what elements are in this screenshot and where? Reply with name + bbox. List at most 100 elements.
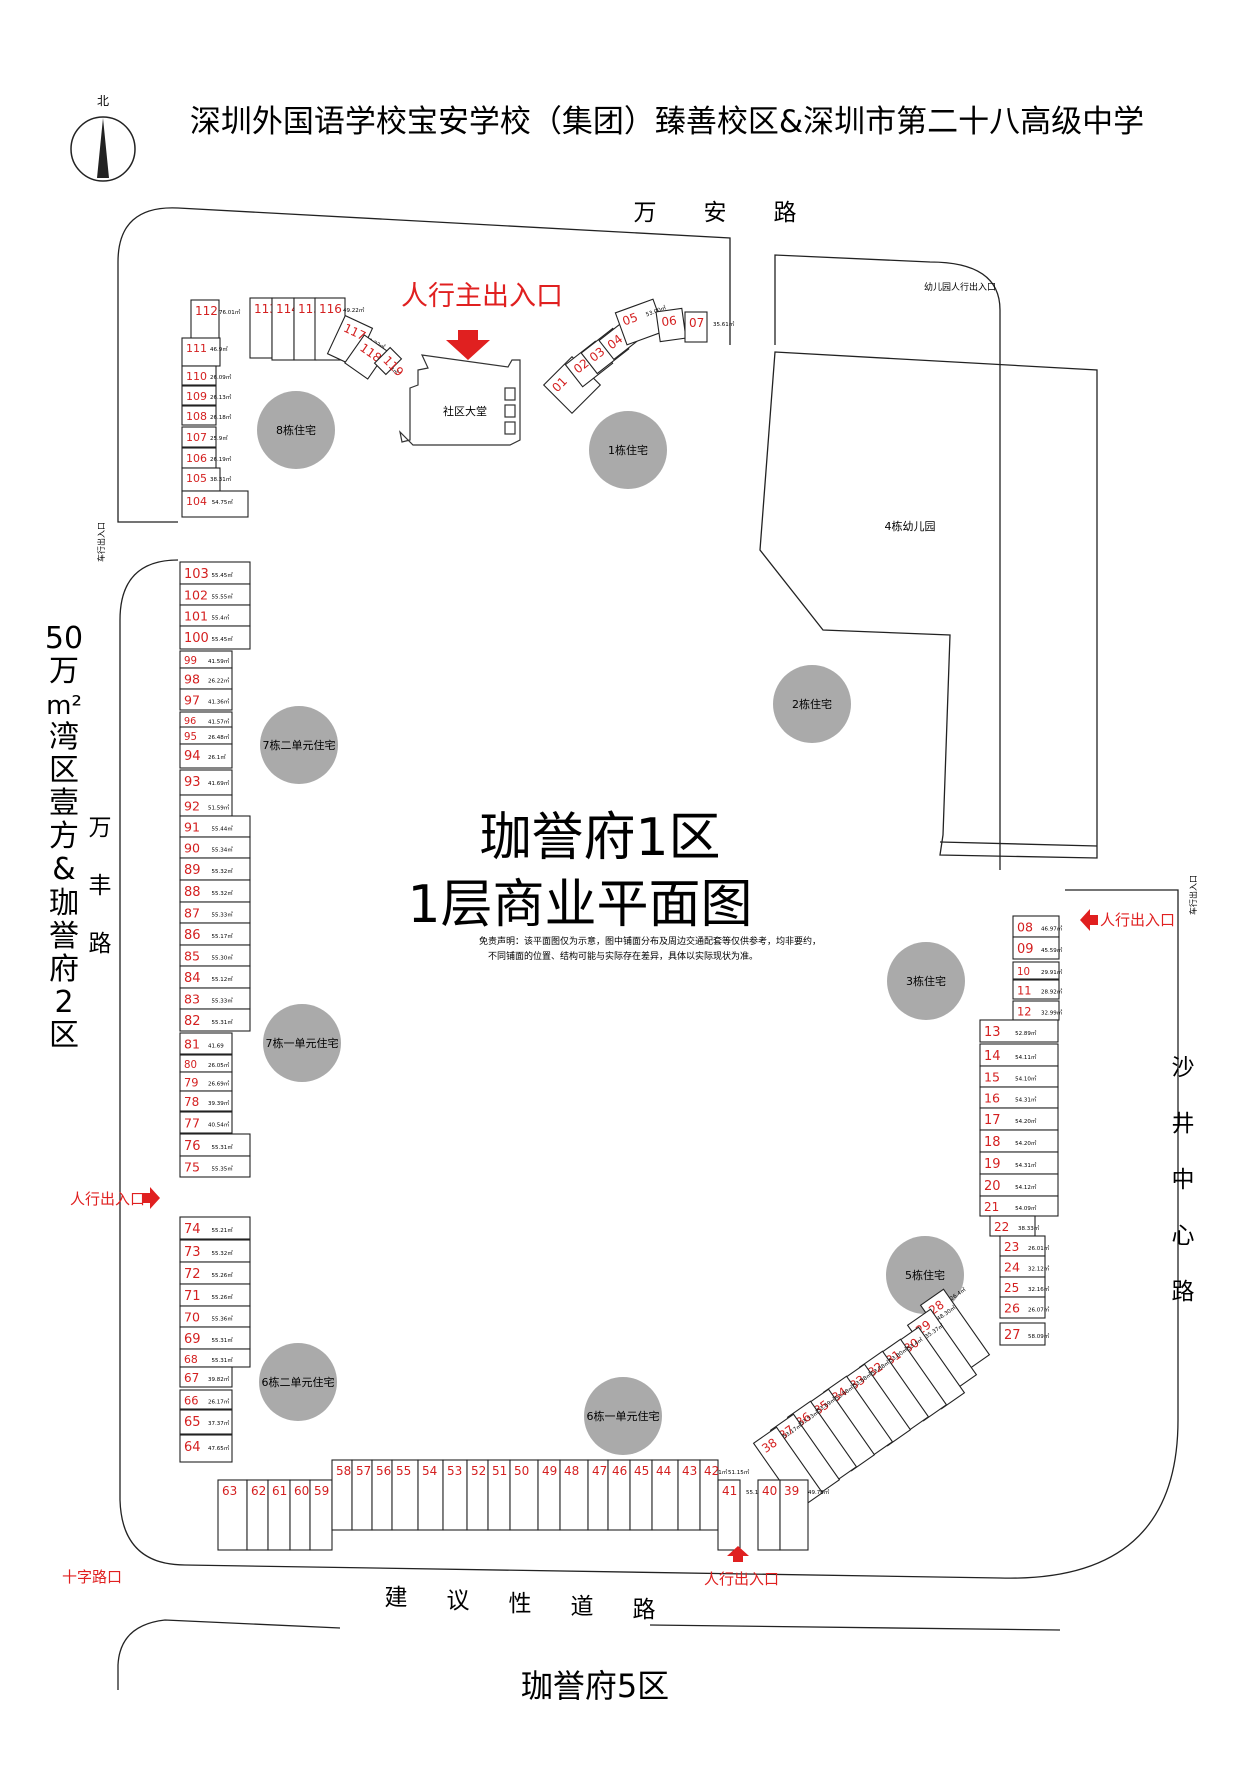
shop-unit-number: 48 [564, 1464, 579, 1478]
shop-unit-number: 47 [592, 1464, 607, 1478]
building-2: 1栋住宅 [589, 411, 667, 489]
shop-unit-area: 25.9㎡ [210, 434, 228, 442]
shop-unit-area: 55.32㎡ [212, 889, 234, 897]
left-district-char: 方 [49, 819, 79, 854]
shop-unit-area: 55.31㎡ [212, 1143, 234, 1151]
shop-unit[interactable]: 5354.96㎡ [442, 1459, 493, 1531]
shop-unit[interactable]: 6141.88㎡ [267, 1479, 318, 1551]
left-vehicle-gate-label: 车行出入口 [96, 522, 106, 562]
shop-unit-area: 55.32㎡ [212, 867, 234, 875]
shop-unit-outline [999, 1296, 1046, 1319]
bottom-exit-arrow-icon [727, 1546, 749, 1562]
shop-unit[interactable]: 4754.44㎡ [587, 1459, 638, 1531]
building-circle [260, 706, 338, 784]
community-lobby [399, 354, 521, 446]
shop-unit-area: 26.69㎡ [208, 1079, 230, 1087]
shop-unit-number: 57 [356, 1464, 371, 1478]
left-district-char: 50 [45, 621, 83, 656]
shop-unit-number: 09 [1017, 942, 1034, 957]
shop-unit-area: 32.16㎡ [1028, 1285, 1050, 1293]
building-label: 7栋二单元住宅 [263, 738, 336, 752]
road-char: 路 [633, 1597, 656, 1623]
shop-unit[interactable]: 4049.29㎡ [757, 1479, 808, 1551]
shop-unit-number: 59 [314, 1484, 329, 1498]
main-entrance-arrow-icon [446, 330, 490, 360]
shop-unit-number: 55 [396, 1464, 411, 1478]
shop-unit-number: 112 [195, 304, 218, 318]
